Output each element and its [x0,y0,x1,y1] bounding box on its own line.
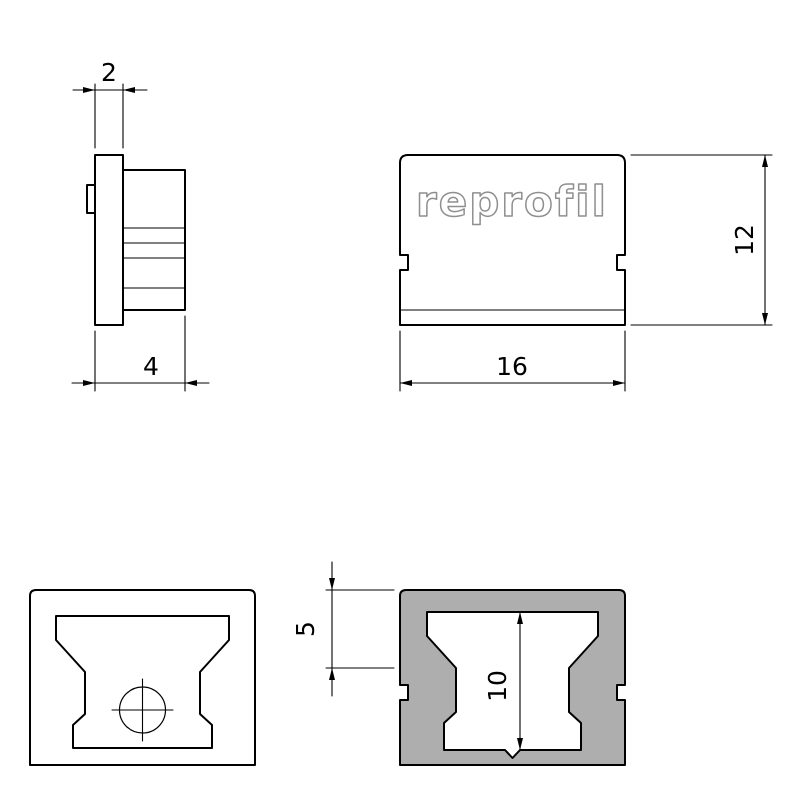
end-cap-front-view: reprofil 16 12 [399,154,773,392]
dim-width: 16 [399,330,626,392]
brand-logo: reprofil [416,177,608,226]
dim-height: 12 [630,154,773,326]
arrow-down-icon [762,313,768,325]
dim-inner-height-value: 10 [483,670,512,702]
side-view-insert [122,169,186,311]
arrow-right-icon [613,380,625,386]
arrow-up-icon [762,155,768,167]
end-cap-side-view: 2 4 [71,58,210,392]
side-view-tab [86,184,96,214]
profile-cavity-outline [55,615,230,749]
dim-plate-thickness-value: 2 [101,58,117,87]
arrow-right-icon [83,87,95,93]
arrow-up-icon [329,668,335,680]
side-view-insert-steps [122,227,186,289]
arrow-left-icon [123,87,135,93]
dim-top-recess: 5 [291,561,395,697]
dim-inner-height: 10 [483,611,523,751]
profile-section-view: 5 10 [291,561,626,766]
section-walls [399,589,626,766]
dim-width-value: 16 [496,352,528,381]
dim-extension-lines [94,83,124,149]
dim-extension-lines [630,154,773,326]
dim-total-depth-value: 4 [143,352,159,381]
front-view-outline [399,154,626,326]
arrow-left-icon [185,380,197,386]
side-view-cap-plate [94,154,124,326]
dim-height-value: 12 [730,224,759,256]
profile-outline-view [29,589,256,766]
arrow-right-icon [83,380,95,386]
center-mark-icon [111,678,174,742]
arrow-down-icon [517,738,523,750]
arrow-down-icon [329,578,335,590]
arrow-up-icon [517,612,523,624]
dim-top-recess-value: 5 [291,621,320,637]
dim-extension-lines [94,315,186,392]
dim-extension-lines [325,589,395,669]
arrow-left-icon [400,380,412,386]
dim-total-depth: 4 [71,315,210,392]
profile-outer-outline [29,589,256,766]
dim-extension-lines [399,330,626,392]
dim-plate-thickness: 2 [72,58,148,149]
